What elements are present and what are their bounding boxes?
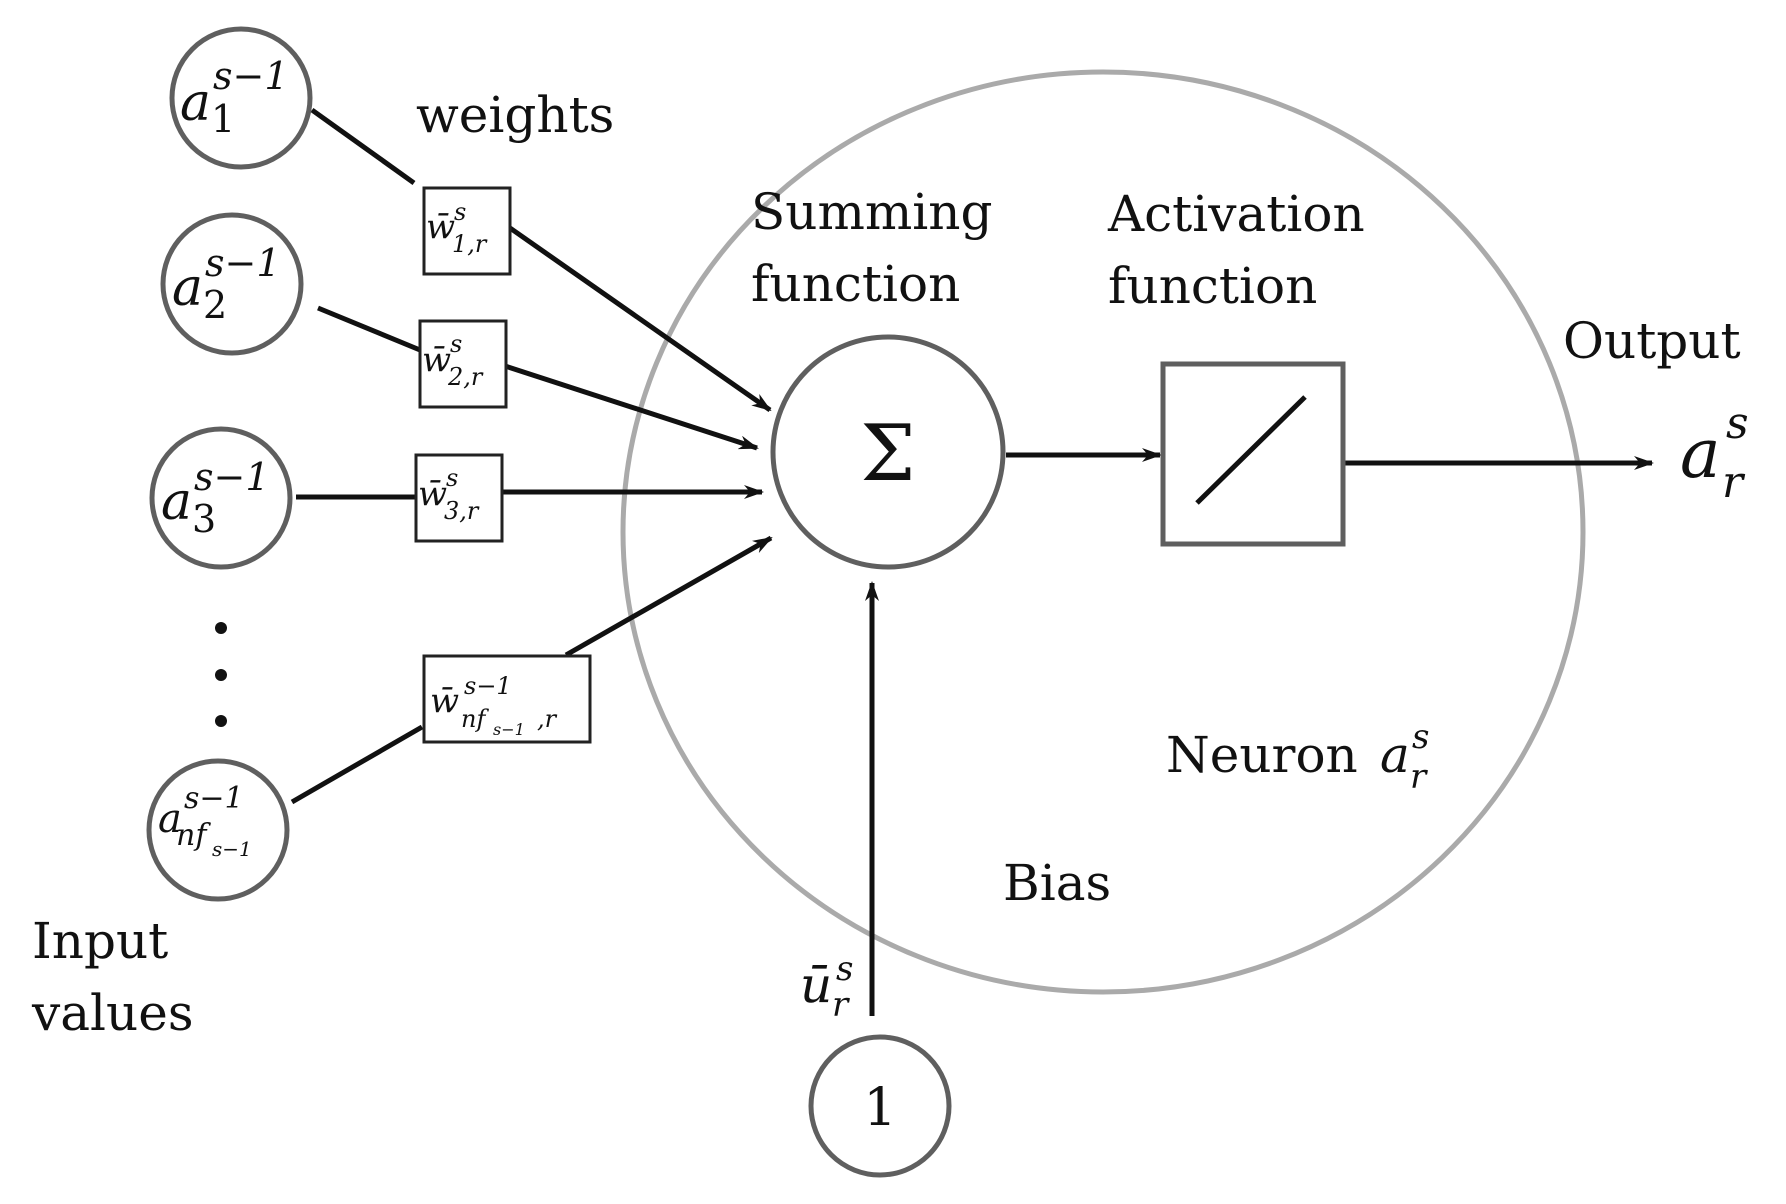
- input-2-edge: [317, 305, 421, 353]
- svg-text:Σ: Σ: [860, 409, 915, 499]
- weight-n-arrow: [564, 535, 773, 658]
- svg-text:ū: ū: [800, 956, 832, 1014]
- weight-box-2: w̄ s 2,r: [418, 319, 508, 409]
- summing-node: Σ: [770, 334, 1006, 570]
- bias-label: Bias: [1003, 854, 1111, 912]
- input-values-label-2: values: [31, 984, 194, 1042]
- input-1-edge: [310, 107, 416, 186]
- bias-weight-symbol: ū s r: [800, 949, 853, 1025]
- svg-text:2: 2: [203, 283, 227, 327]
- svg-text:s: s: [836, 949, 853, 989]
- svg-text:s−1: s−1: [205, 241, 281, 285]
- weight-box-1: w̄ s 1,r: [422, 186, 512, 276]
- svg-text:w̄: w̄: [422, 340, 451, 380]
- svg-text:s: s: [1726, 398, 1749, 449]
- svg-text:s−1: s−1: [213, 54, 289, 98]
- svg-text:3,r: 3,r: [444, 497, 480, 525]
- svg-text:s−1: s−1: [184, 781, 244, 816]
- svg-text:,r: ,r: [537, 705, 558, 733]
- svg-text:r: r: [1722, 457, 1746, 508]
- weight-1-arrow: [508, 225, 772, 413]
- svg-text:w̄: w̄: [430, 681, 459, 721]
- weight-box-3: w̄ s 3,r: [414, 453, 504, 543]
- input-node-n: a s−1 nf s−1: [146, 758, 290, 902]
- input-values-label-1: Input: [32, 912, 168, 970]
- svg-text:w̄: w̄: [426, 207, 455, 247]
- input-node-3: a s−1 3: [149, 426, 293, 570]
- svg-text:w̄: w̄: [418, 474, 447, 514]
- output-label: Output: [1563, 312, 1741, 370]
- weight-box-n: w̄ s−1 nf s−1 ,r: [422, 654, 592, 744]
- svg-text:3: 3: [192, 497, 216, 541]
- svg-text:a: a: [158, 796, 182, 842]
- svg-text:Neuron: Neuron: [1166, 726, 1358, 784]
- input-node-2: a s−1 2: [160, 212, 304, 356]
- linear-activation-icon: [1195, 395, 1307, 505]
- svg-text:a: a: [161, 472, 192, 532]
- svg-text:a: a: [1680, 415, 1721, 494]
- svg-text:a: a: [1380, 726, 1410, 784]
- activation-label-1: Activation: [1107, 185, 1365, 243]
- summing-label-1: Summing: [751, 183, 992, 241]
- svg-text:r: r: [832, 985, 850, 1025]
- neuron-label: Neuron a s r: [1166, 717, 1429, 797]
- svg-text:a: a: [180, 73, 211, 133]
- svg-text:1,r: 1,r: [452, 230, 488, 258]
- svg-text:s: s: [446, 464, 458, 492]
- summing-label-2: function: [751, 255, 960, 313]
- output-symbol: a s r: [1680, 398, 1749, 508]
- input-node-1: a s−1 1: [169, 26, 313, 170]
- ellipsis-dots: [215, 622, 227, 727]
- bias-input-node: 1: [808, 1034, 952, 1178]
- svg-text:s−1: s−1: [464, 672, 512, 700]
- svg-text:1: 1: [211, 97, 235, 141]
- svg-text:s−1: s−1: [212, 837, 252, 861]
- neuron-boundary: [620, 69, 1586, 995]
- svg-text:nf: nf: [461, 705, 489, 733]
- svg-text:2,r: 2,r: [447, 363, 484, 391]
- activation-label-2: function: [1108, 257, 1317, 315]
- svg-text:s: s: [454, 198, 466, 226]
- svg-text:nf: nf: [176, 818, 211, 853]
- weights-label: weights: [416, 86, 614, 144]
- svg-text:a: a: [172, 258, 203, 318]
- svg-text:r: r: [1410, 757, 1428, 797]
- svg-text:s−1: s−1: [493, 720, 525, 739]
- svg-text:s: s: [1412, 717, 1429, 757]
- input-n-edge: [290, 724, 424, 805]
- svg-text:s: s: [450, 330, 462, 358]
- svg-text:s−1: s−1: [194, 455, 270, 499]
- svg-text:1: 1: [863, 1078, 896, 1138]
- activation-box: [1160, 361, 1346, 547]
- weight-2-arrow: [504, 363, 759, 451]
